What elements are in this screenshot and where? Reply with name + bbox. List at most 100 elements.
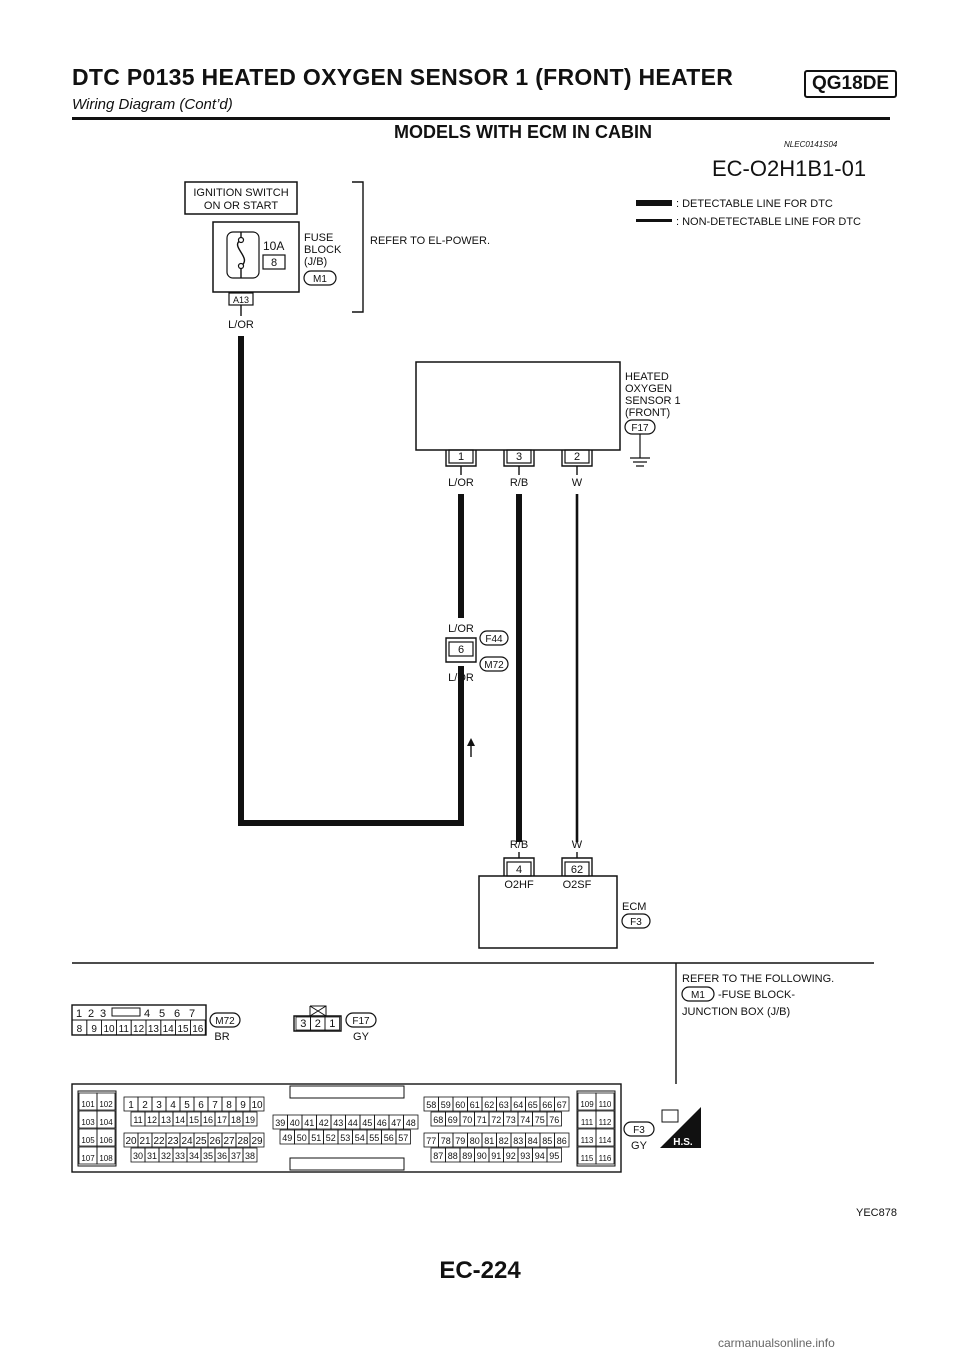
pin-number: 76 <box>549 1115 559 1125</box>
wire-color-lor-joint-top: L/OR <box>448 623 474 635</box>
pin-number: 36 <box>217 1151 227 1161</box>
legend-thin-line <box>636 219 672 222</box>
joint-connector-bottom: M72 <box>484 660 504 671</box>
ecm-terminal-62: O2SF <box>563 879 592 891</box>
pin-number: 4 <box>144 1008 150 1020</box>
header-rule <box>72 117 890 120</box>
pin-number: 13 <box>161 1115 171 1125</box>
pin-number: 46 <box>377 1118 387 1128</box>
m72-connector-id: M72 <box>215 1016 235 1027</box>
pin-number: 90 <box>477 1151 487 1161</box>
pin-number: 45 <box>362 1118 372 1128</box>
legend-detectable: : DETECTABLE LINE FOR DTC <box>676 198 833 210</box>
engine-badge: QG18DE <box>804 70 898 98</box>
pin-cell <box>96 1092 116 1111</box>
pin-cell <box>554 1096 570 1112</box>
pin-cell <box>96 1110 116 1129</box>
pin-number: 44 <box>348 1118 358 1128</box>
pin-number: 1 <box>76 1008 82 1020</box>
pin-cell <box>395 1129 411 1145</box>
hs-logo: H.S. <box>660 1107 701 1148</box>
pin-cell <box>242 1111 258 1127</box>
ecm-terminal-4: O2HF <box>504 879 534 891</box>
pin-number: 74 <box>520 1115 530 1125</box>
pin-number: 31 <box>147 1151 157 1161</box>
ignition-switch: IGNITION SWITCH ON OR START <box>184 181 298 215</box>
pin-number: 14 <box>163 1024 175 1035</box>
wire-color-rb-pin3: R/B <box>510 477 528 489</box>
pin-cell <box>96 1146 116 1165</box>
pin-cell <box>546 1147 562 1163</box>
wire-color-w-pin2: W <box>572 477 583 489</box>
pin-number: 112 <box>599 1118 612 1127</box>
refer-following: REFER TO THE FOLLOWING. M1 -FUSE BLOCK- … <box>681 973 834 1018</box>
pin-number: 27 <box>223 1136 235 1147</box>
pin-number: 49 <box>282 1133 292 1143</box>
pin-number: 26 <box>209 1136 221 1147</box>
fuse-block: 10A 8 FUSE BLOCK (J/B) M1 A13 L/OR <box>212 221 342 331</box>
pin-number: 8 <box>77 1024 83 1035</box>
pin-number: 30 <box>133 1151 143 1161</box>
pin-cell <box>96 1128 116 1147</box>
section-code: NLEC0141S04 <box>784 140 838 149</box>
pin-number: 12 <box>147 1115 157 1125</box>
joint-connector-top: F44 <box>485 634 503 645</box>
pin-number: 85 <box>542 1136 552 1146</box>
refer-power-text: REFER TO EL-POWER. <box>370 235 490 247</box>
pin-cell <box>554 1132 570 1148</box>
pin-number: 16 <box>192 1024 204 1035</box>
pin-number: 18 <box>231 1115 241 1125</box>
pin-number: 33 <box>175 1151 185 1161</box>
pin-number: 73 <box>506 1115 516 1125</box>
pin-number: 78 <box>441 1136 451 1146</box>
joint-connector: L/OR 6 F44 M72 L/OR <box>445 623 509 684</box>
pin-number: 93 <box>520 1151 530 1161</box>
pin-number: 110 <box>599 1100 612 1109</box>
pin-number: 16 <box>203 1115 213 1125</box>
pin-number: 68 <box>433 1115 443 1125</box>
pin-number: 64 <box>513 1100 523 1110</box>
pin-number: 7 <box>212 1100 218 1111</box>
ignition-label-2: ON OR START <box>204 200 278 212</box>
pin-number: 72 <box>491 1115 501 1125</box>
pin-number: 114 <box>599 1136 612 1145</box>
pin-number: 65 <box>528 1100 538 1110</box>
pin-number: 24 <box>181 1136 193 1147</box>
sensor-label-1: HEATED <box>625 371 669 383</box>
pin-number: 53 <box>340 1133 350 1143</box>
sensor-label-3: SENSOR 1 <box>625 395 681 407</box>
diagram-id: EC-O2H1B1-01 <box>712 156 866 181</box>
pin-number: 113 <box>581 1136 594 1145</box>
pin-cell <box>595 1146 615 1165</box>
pin-number: 3 <box>300 1018 306 1030</box>
pin-cell <box>242 1147 258 1163</box>
refer-connector-id: M1 <box>691 990 705 1001</box>
fuse-terminal: A13 <box>233 295 249 305</box>
pin-number: 32 <box>161 1151 171 1161</box>
page-number: EC-224 <box>439 1257 521 1284</box>
ignition-label-1: IGNITION SWITCH <box>193 187 288 199</box>
fuse-label-1: FUSE <box>304 232 333 244</box>
watermark: carmanualsonline.info <box>718 1336 835 1350</box>
pin-number: 79 <box>455 1136 465 1146</box>
pin-number: 86 <box>557 1136 567 1146</box>
wire-color-w-ecm: W <box>572 839 583 851</box>
pin-number: 57 <box>398 1133 408 1143</box>
pin-number: 40 <box>290 1118 300 1128</box>
page-subtitle: Wiring Diagram (Cont’d) <box>72 96 233 113</box>
legend: : DETECTABLE LINE FOR DTC : NON-DETECTAB… <box>636 198 861 228</box>
pin-number: 34 <box>189 1151 199 1161</box>
m72-color: BR <box>214 1031 229 1043</box>
ecm: R/B W 4 62 O2HF O2SF ECM F3 <box>478 839 651 949</box>
pin-number: 95 <box>549 1151 559 1161</box>
pin-number: 10 <box>103 1024 115 1035</box>
pin-number: 58 <box>426 1100 436 1110</box>
pin-number: 102 <box>99 1100 113 1109</box>
pin-number: 10 <box>251 1100 263 1111</box>
ecm-connector-id: F3 <box>630 917 642 928</box>
pin-number: 62 <box>484 1100 494 1110</box>
sensor-label-4: (FRONT) <box>625 407 670 419</box>
f17-connector-id: F17 <box>352 1016 370 1027</box>
